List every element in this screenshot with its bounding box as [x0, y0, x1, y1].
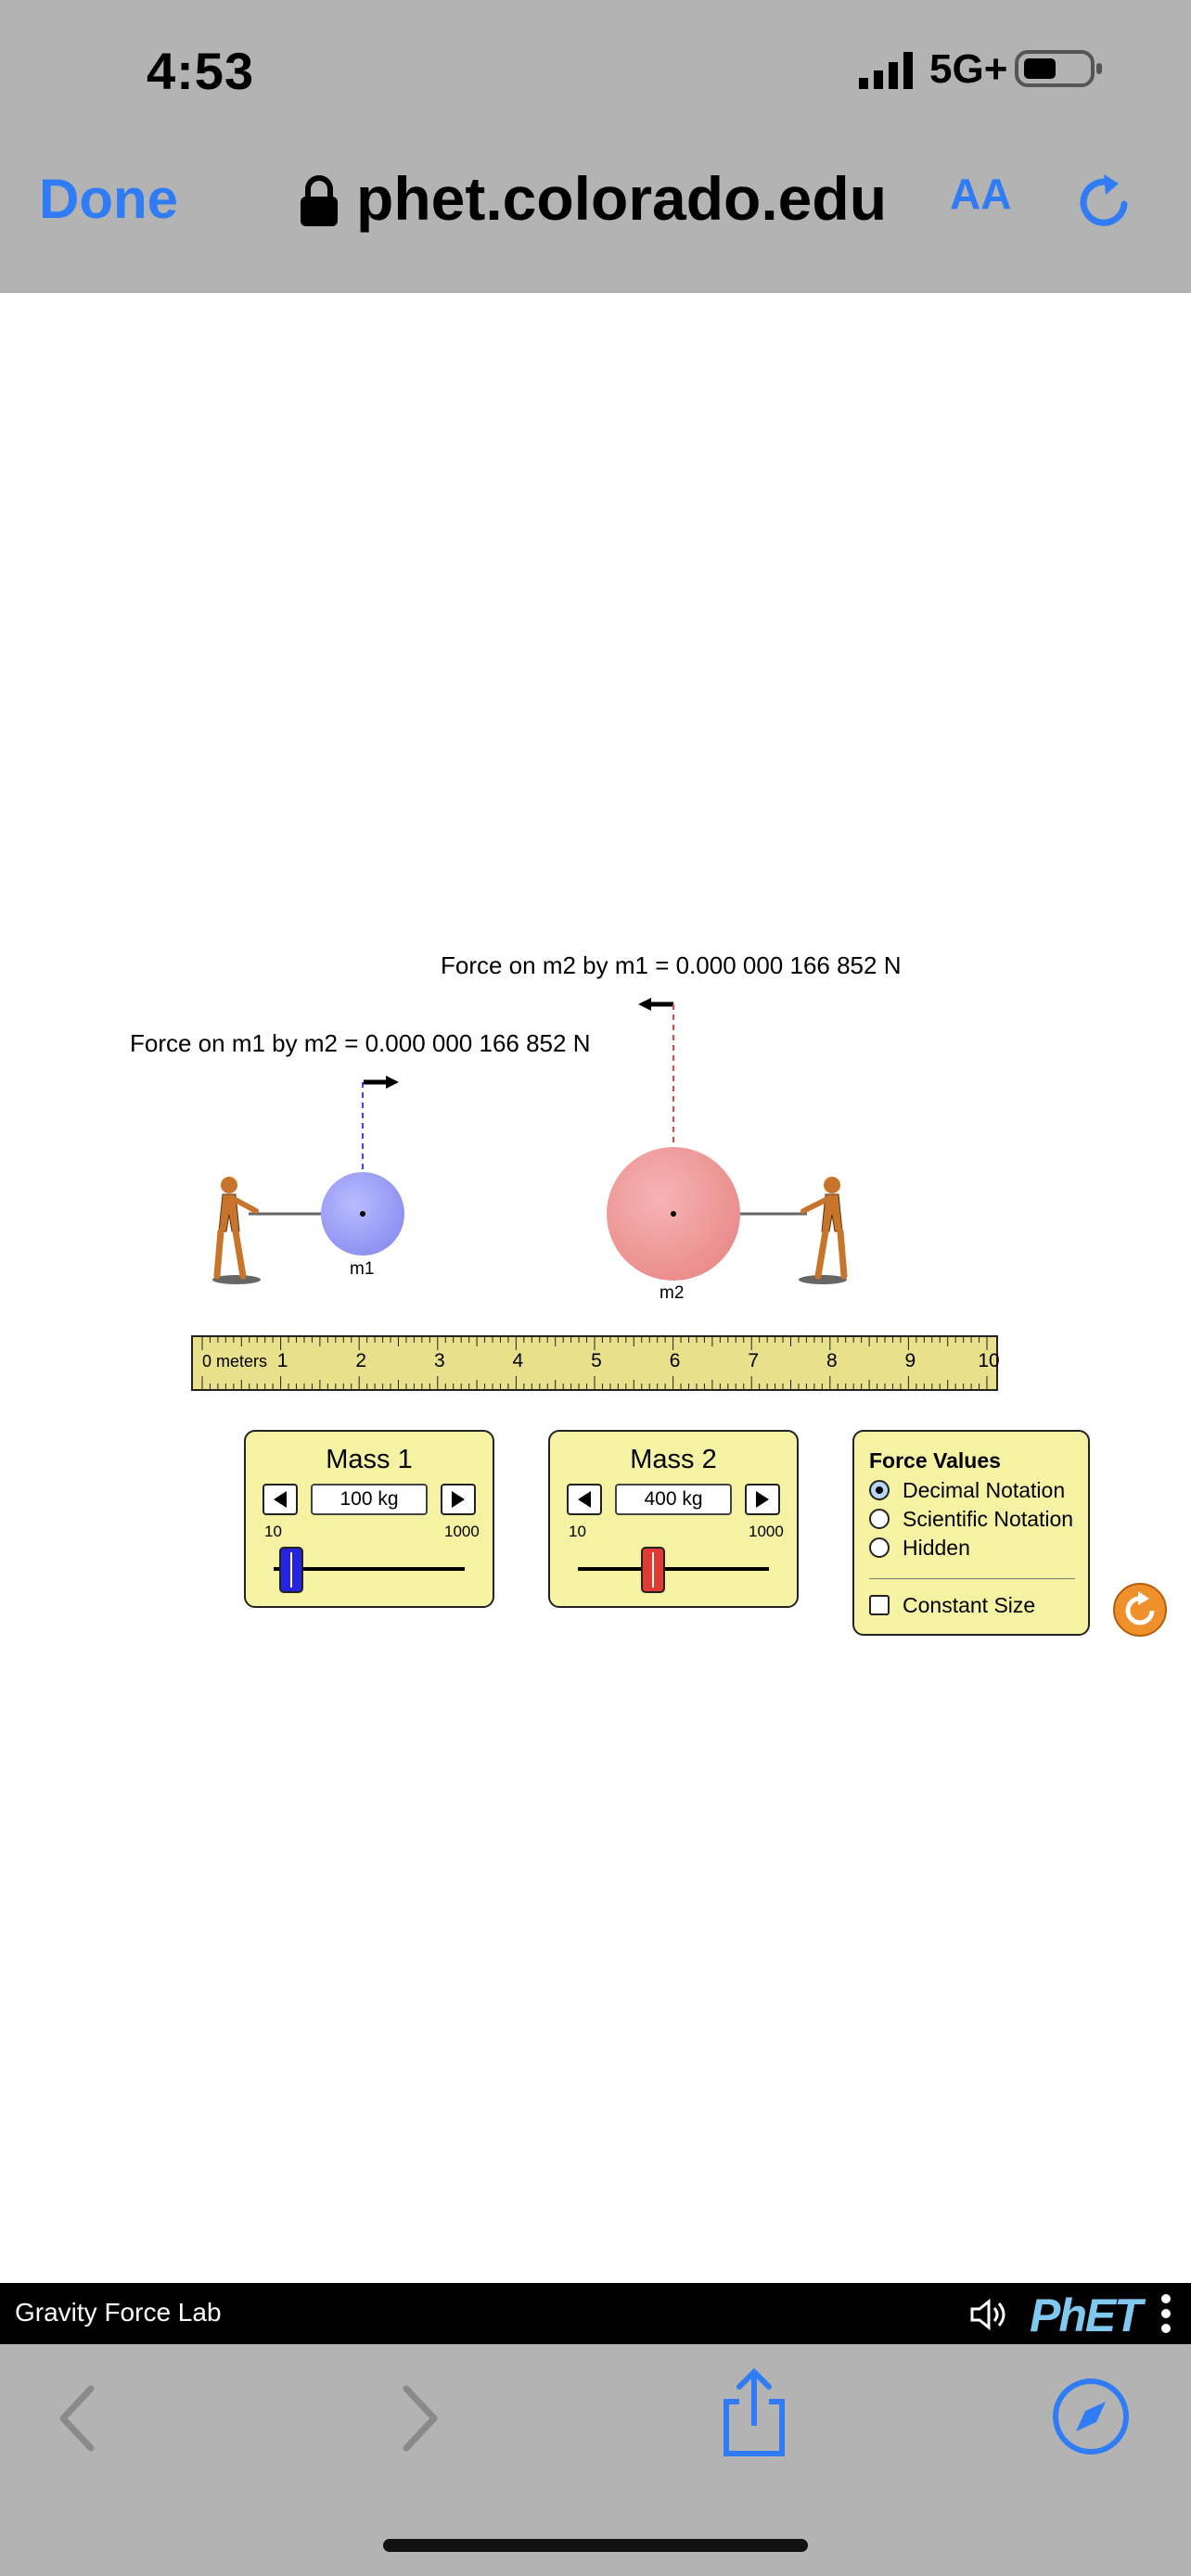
mass-1-slider-thumb[interactable]	[278, 1547, 303, 1593]
browser-header	[0, 0, 1191, 293]
ruler-tick-label: 4	[512, 1350, 524, 1371]
back-icon[interactable]	[54, 2381, 100, 2460]
mass-1-max-label: 1000	[444, 1523, 480, 1540]
ruler-tick-label: 9	[904, 1350, 916, 1371]
sound-icon[interactable]	[968, 2296, 1011, 2338]
phet-logo[interactable]: PhET	[1030, 2289, 1143, 2341]
panel-divider	[869, 1578, 1075, 1579]
ruler-tick-label: 6	[669, 1350, 681, 1371]
reset-all-button[interactable]	[1112, 1582, 1168, 1642]
phet-navbar: Gravity Force Lab PhET	[0, 2283, 1191, 2344]
ruler-ticks	[201, 1337, 988, 1389]
radio-scientific-notation[interactable]	[869, 1509, 890, 1529]
ruler-tick-label: 3	[433, 1350, 445, 1371]
done-button[interactable]: Done	[39, 168, 178, 230]
force-arrow-m2	[638, 998, 673, 1011]
constant-size-checkbox[interactable]	[869, 1595, 890, 1615]
battery-icon	[1015, 48, 1104, 94]
puller-right-icon	[799, 1177, 848, 1284]
ruler-start-label: 0 meters	[202, 1352, 268, 1371]
force-arrow-m1	[364, 1076, 399, 1089]
radio-decimal-notation[interactable]	[869, 1480, 890, 1500]
mass-2-slider-thumb[interactable]	[641, 1547, 666, 1593]
mass-2-decrease-button[interactable]	[567, 1484, 602, 1515]
status-time: 4:53	[147, 42, 255, 100]
text-size-label: AA	[950, 170, 1012, 218]
radio-hidden[interactable]	[869, 1537, 890, 1558]
more-options-icon[interactable]	[1159, 2292, 1172, 2340]
home-indicator	[383, 2539, 808, 2552]
mass-1-title: Mass 1	[326, 1445, 413, 1474]
mass-2-value: 400 kg	[615, 1484, 732, 1515]
network-label: 5G+	[929, 46, 1008, 92]
ruler-tick-label: 8	[826, 1350, 838, 1371]
mass-1-value: 100 kg	[311, 1484, 428, 1515]
option-scientific-notation[interactable]: Scientific Notation	[903, 1507, 1074, 1531]
puller-left-icon	[212, 1177, 261, 1284]
ruler-tick-label: 1	[276, 1350, 288, 1371]
mass-2-panel: Mass 2 400 kg 10 1000	[548, 1430, 799, 1608]
mass-1-slider-track[interactable]	[274, 1567, 465, 1571]
force-values-title: Force Values	[869, 1448, 1001, 1473]
option-hidden[interactable]: Hidden	[903, 1536, 970, 1560]
mass-1-increase-button[interactable]	[441, 1484, 476, 1515]
m1-label: m1	[350, 1259, 375, 1279]
mass-2-min-label: 10	[569, 1523, 586, 1540]
sim-title: Gravity Force Lab	[15, 2298, 222, 2327]
lock-icon	[299, 172, 339, 233]
forward-icon[interactable]	[397, 2381, 443, 2460]
m2-center-dot	[671, 1211, 676, 1217]
force-m2-label: Force on m2 by m1 = 0.000 000 166 852 N	[441, 951, 902, 979]
sim-scene	[212, 998, 848, 1284]
m2-label: m2	[660, 1283, 685, 1303]
ruler-tick-label: 5	[591, 1350, 602, 1371]
option-decimal-notation[interactable]: Decimal Notation	[903, 1478, 1066, 1502]
mass-2-max-label: 1000	[749, 1523, 784, 1540]
ruler-tick-label: 2	[355, 1350, 367, 1371]
distance-ruler[interactable]: 0 meters 1 2 3 4 5 6 7 8 9 10	[191, 1335, 1000, 1391]
ruler-tick-label: 7	[748, 1350, 760, 1371]
reload-icon[interactable]	[1076, 172, 1135, 236]
signal-icon	[859, 52, 920, 94]
m1-center-dot	[360, 1211, 365, 1217]
constant-size-label[interactable]: Constant Size	[903, 1593, 1036, 1617]
force-values-panel: Force Values Decimal Notation Scientific…	[852, 1430, 1090, 1636]
mass-2-slider-track[interactable]	[578, 1567, 769, 1571]
ruler-tick-label: 10	[978, 1350, 1000, 1371]
mass-2-increase-button[interactable]	[745, 1484, 780, 1515]
browser-toolbar	[0, 2344, 1191, 2576]
mass-1-min-label: 10	[264, 1523, 282, 1540]
compass-icon[interactable]	[1052, 2378, 1130, 2460]
mass-1-panel: Mass 1 100 kg 10 1000	[244, 1430, 494, 1608]
text-size-button[interactable]: AA	[950, 169, 1011, 219]
force-m1-label: Force on m1 by m2 = 0.000 000 166 852 N	[130, 1029, 591, 1057]
share-icon[interactable]	[719, 2367, 789, 2462]
mass-2-title: Mass 2	[630, 1445, 717, 1474]
url-field[interactable]: phet.colorado.edu	[356, 164, 888, 233]
mass-1-decrease-button[interactable]	[263, 1484, 298, 1515]
